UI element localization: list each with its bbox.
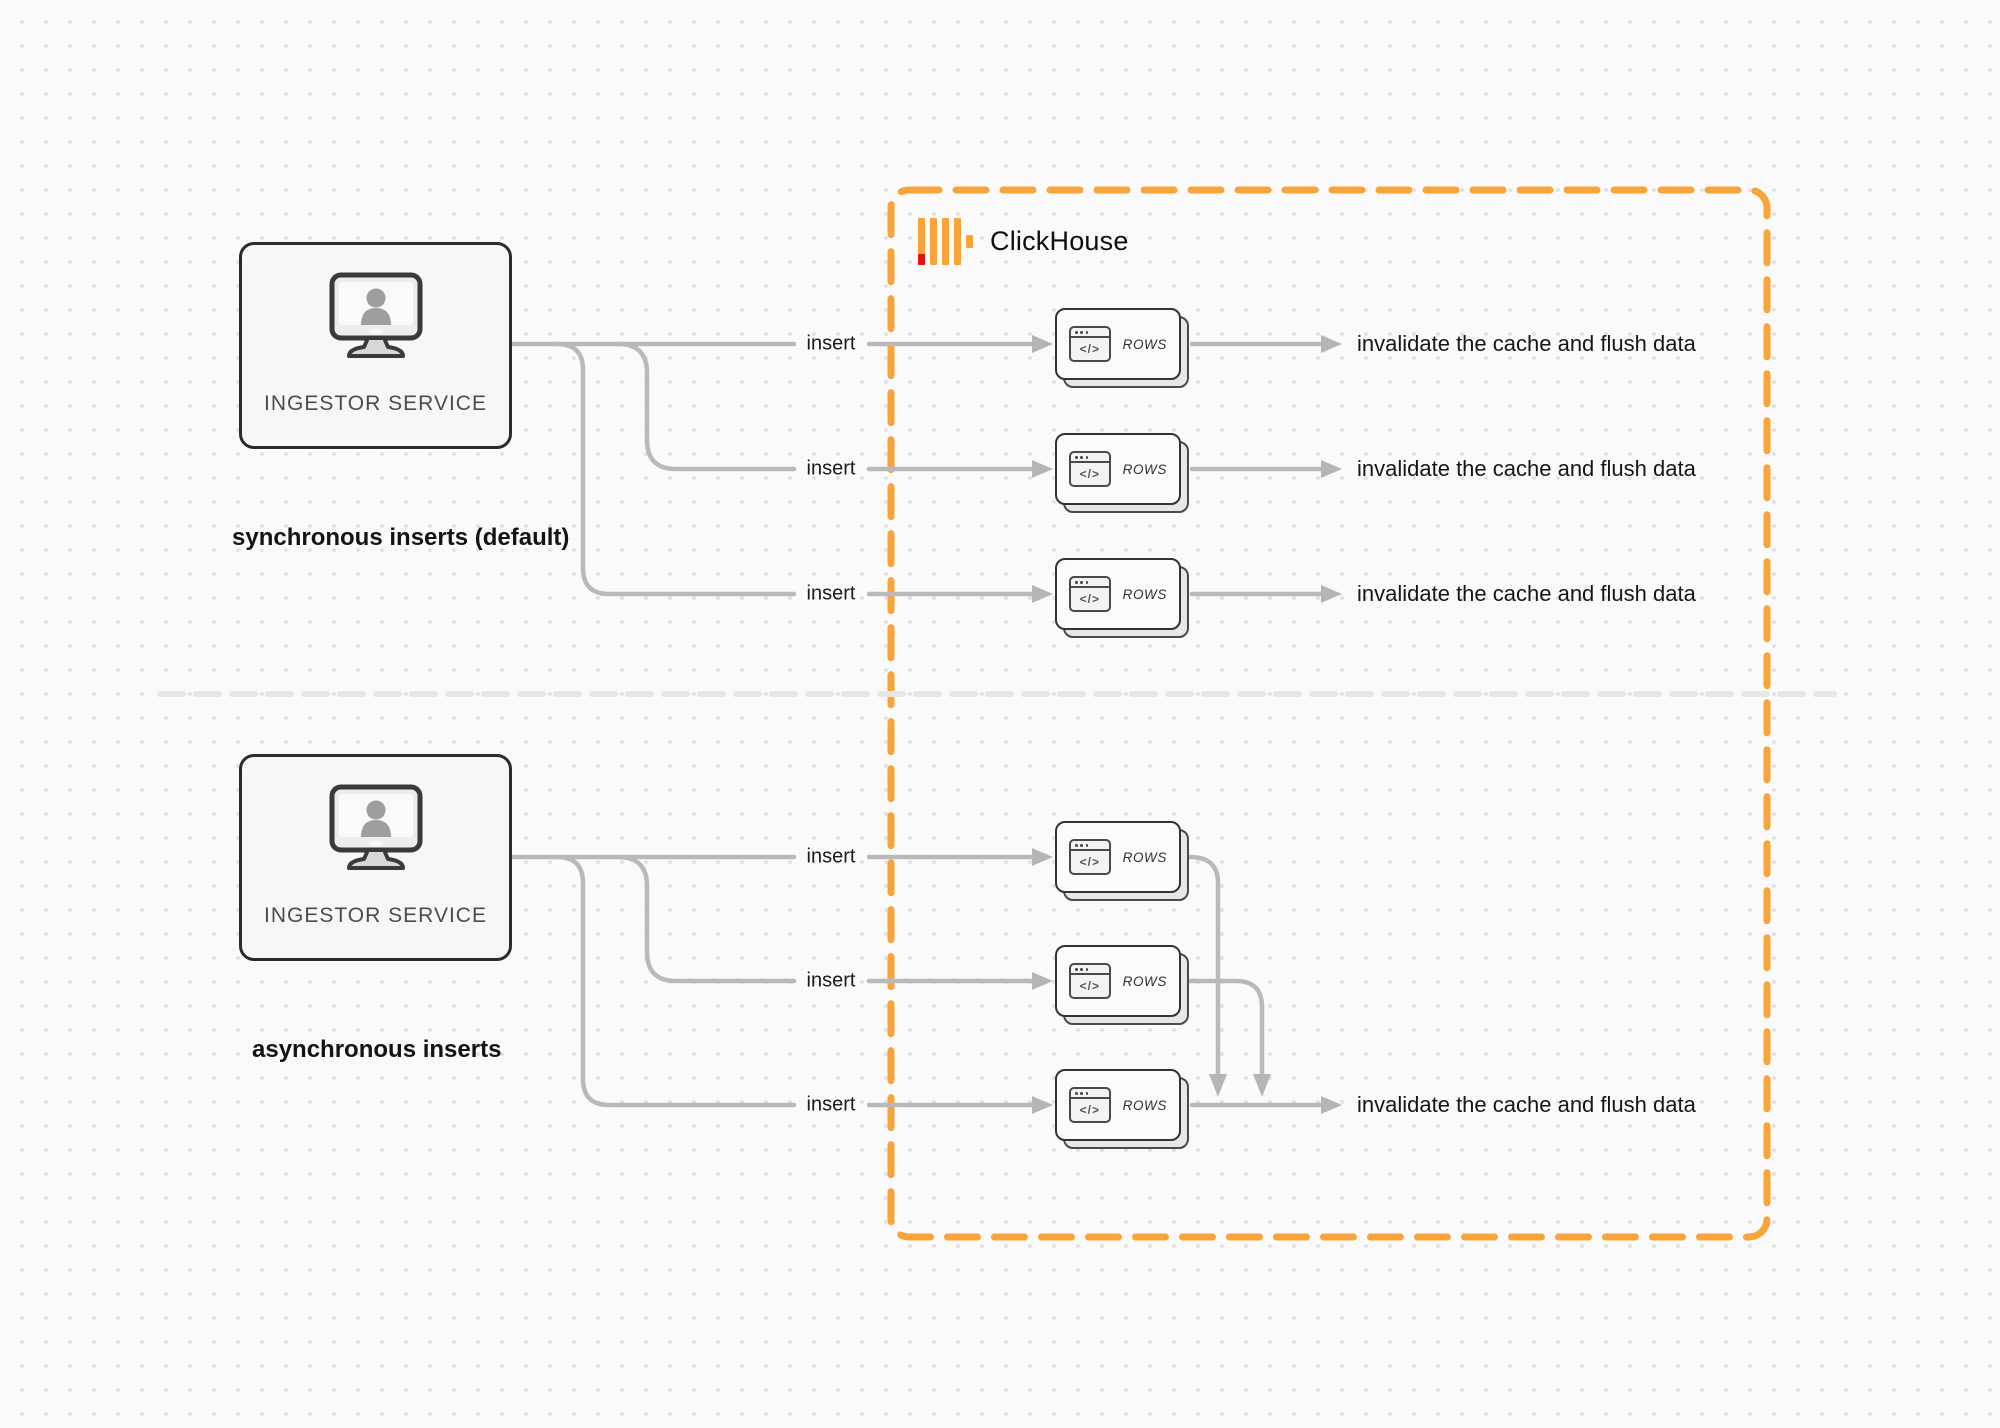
ingestor-service-label: INGESTOR SERVICE — [264, 392, 487, 415]
rows-node: </> ROWS — [1055, 558, 1189, 638]
ingestor-service-label: INGESTOR SERVICE — [264, 904, 487, 927]
ingestor-service-box-sync: INGESTOR SERVICE — [239, 242, 512, 449]
code-window-icon: </> — [1069, 576, 1111, 612]
result-label: invalidate the cache and flush data — [1357, 581, 1696, 606]
rows-node-label: ROWS — [1122, 1097, 1167, 1113]
result-label: invalidate the cache and flush data — [1357, 1092, 1696, 1117]
monitor-user-icon — [326, 783, 426, 878]
clickhouse-title: ClickHouse — [990, 226, 1129, 256]
code-window-icon: </> — [1069, 1087, 1111, 1123]
clickhouse-cluster-border — [887, 186, 1771, 1241]
clickhouse-red-mark — [918, 254, 925, 265]
insert-label: insert — [806, 969, 856, 992]
arrowheads — [1032, 335, 1342, 1114]
insert-label: insert — [806, 582, 856, 605]
insert-label: insert — [806, 1093, 856, 1116]
clickhouse-bars-icon — [918, 218, 973, 265]
rows-node: </> ROWS — [1055, 433, 1189, 513]
rows-node-label: ROWS — [1122, 461, 1167, 477]
rows-node: </> ROWS — [1055, 821, 1189, 901]
clickhouse-logo: ClickHouse — [918, 218, 1129, 265]
code-window-icon: </> — [1069, 326, 1111, 362]
rows-card: </> ROWS — [1055, 945, 1181, 1017]
rows-card: </> ROWS — [1055, 308, 1181, 380]
rows-node: </> ROWS — [1055, 1069, 1189, 1149]
insert-label: insert — [806, 845, 856, 868]
rows-node-label: ROWS — [1122, 973, 1167, 989]
rows-node: </> ROWS — [1055, 308, 1189, 388]
rows-card: </> ROWS — [1055, 821, 1181, 893]
rows-node-label: ROWS — [1122, 849, 1167, 865]
async-section-caption: asynchronous inserts — [252, 1036, 502, 1063]
rows-card: </> ROWS — [1055, 1069, 1181, 1141]
insert-label: insert — [806, 332, 856, 355]
rows-node-label: ROWS — [1122, 586, 1167, 602]
rows-node-label: ROWS — [1122, 336, 1167, 352]
monitor-user-icon — [326, 271, 426, 366]
ingestor-service-box-async: INGESTOR SERVICE — [239, 754, 512, 961]
insert-label: insert — [806, 457, 856, 480]
rows-card: </> ROWS — [1055, 558, 1181, 630]
result-label: invalidate the cache and flush data — [1357, 456, 1696, 481]
rows-card: </> ROWS — [1055, 433, 1181, 505]
clickhouse-dot-mark — [966, 235, 973, 248]
result-label: invalidate the cache and flush data — [1357, 331, 1696, 356]
flow-lines — [509, 341, 1324, 1108]
rows-node: </> ROWS — [1055, 945, 1189, 1025]
code-window-icon: </> — [1069, 839, 1111, 875]
code-window-icon: </> — [1069, 451, 1111, 487]
code-window-icon: </> — [1069, 963, 1111, 999]
sync-section-caption: synchronous inserts (default) — [232, 524, 570, 551]
